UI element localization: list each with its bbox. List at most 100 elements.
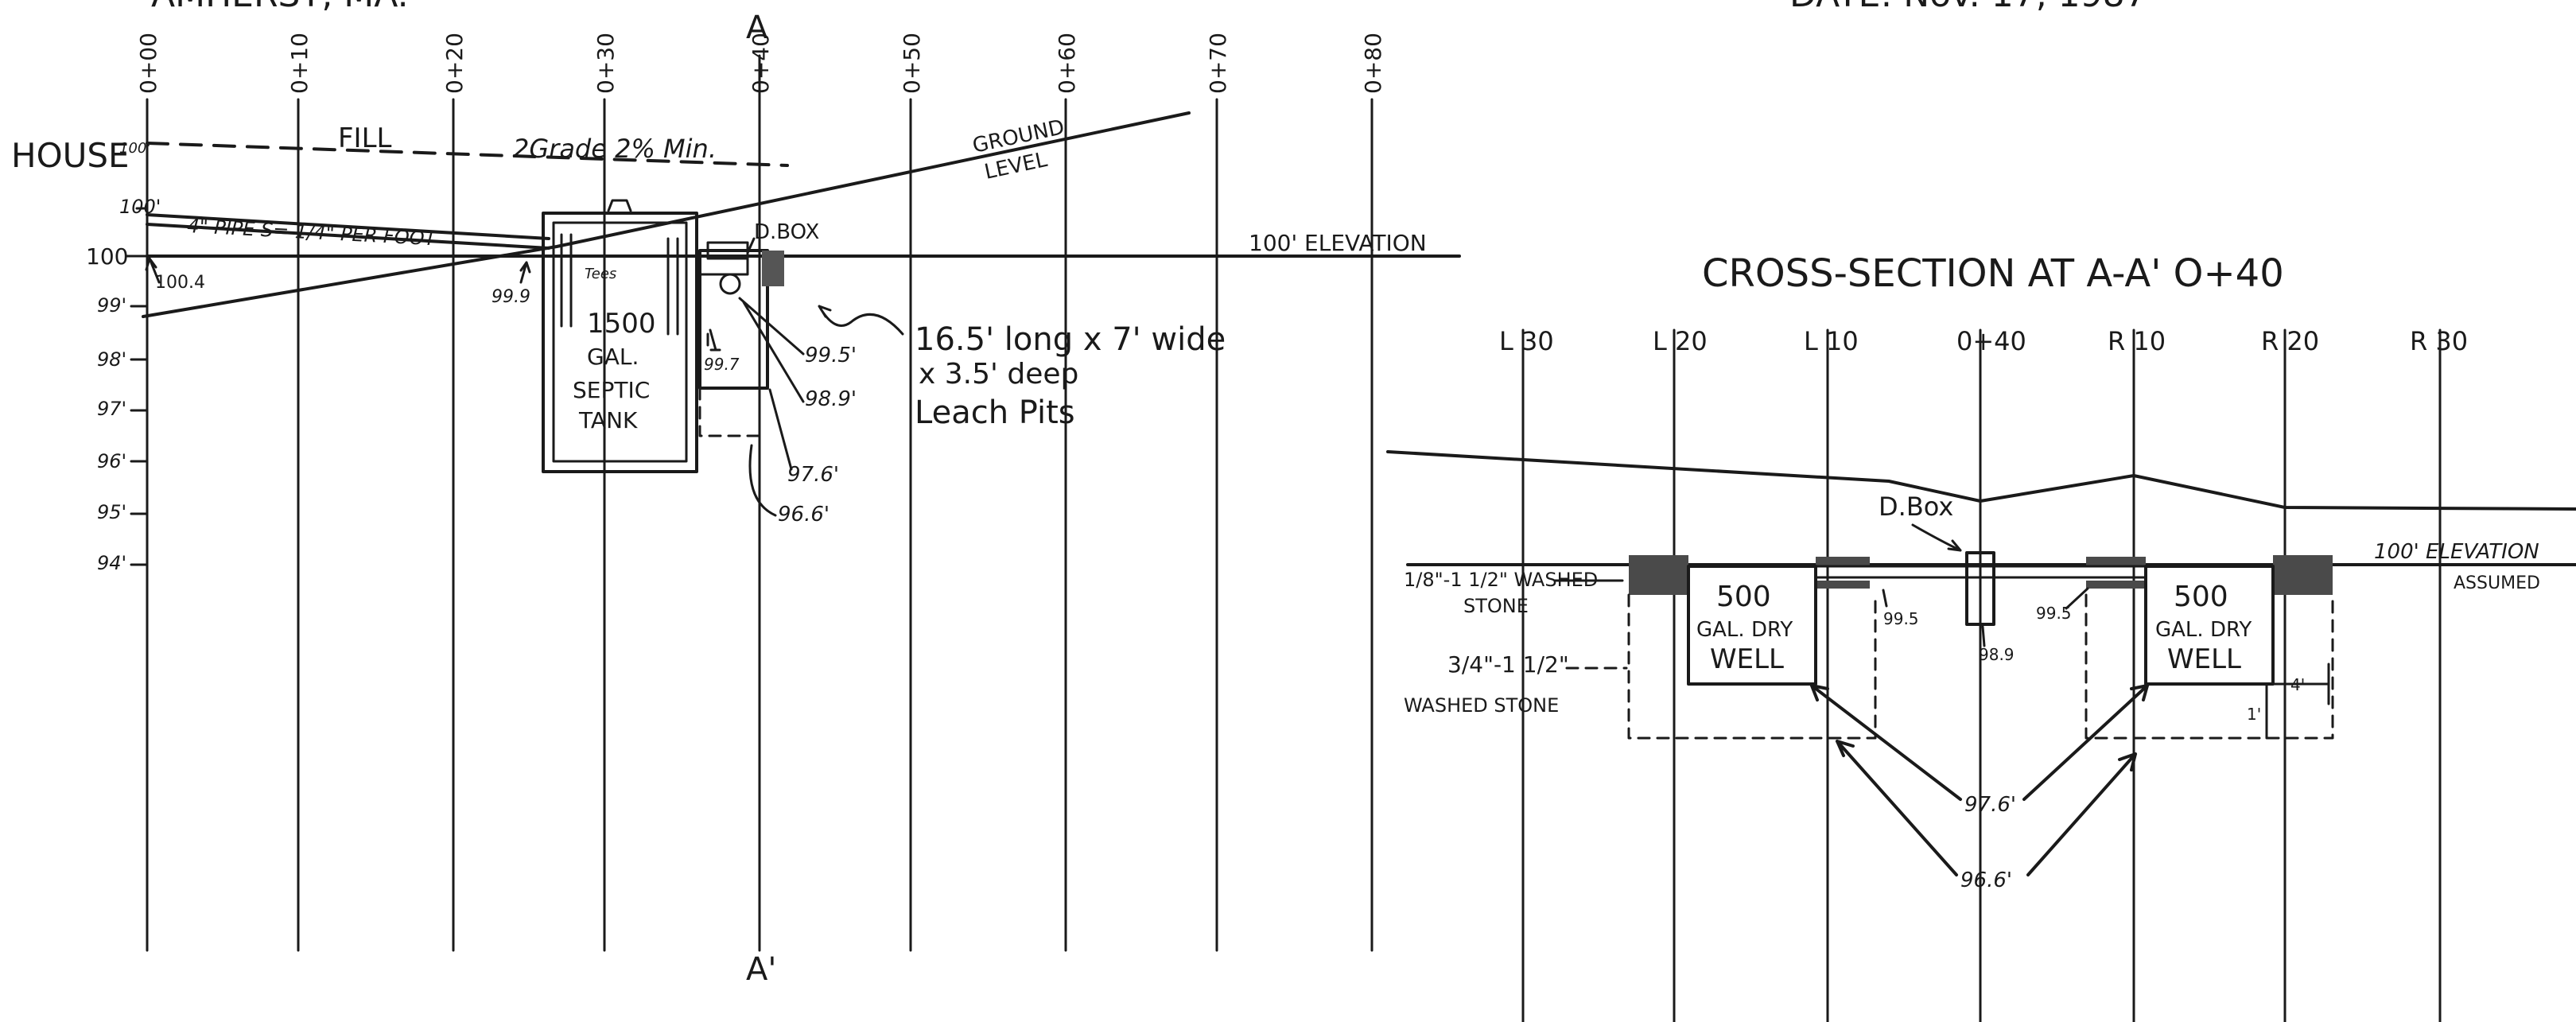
elev-98-9: 98.9' <box>805 387 857 411</box>
elev-99-9: 99.9 <box>491 287 530 307</box>
well-label: 500 <box>1716 581 1771 613</box>
inlet-pipe <box>146 223 550 250</box>
arrow <box>1882 589 1888 608</box>
well-label: GAL. DRY <box>2155 618 2252 642</box>
offset-label: 0+40 <box>1956 326 2026 356</box>
septic-tank <box>542 199 698 473</box>
stone-note: WASHED STONE <box>1404 694 1559 717</box>
offset-label: L 20 <box>1653 326 1708 356</box>
elevation-label: 98' <box>97 348 126 371</box>
offset-lines <box>1521 328 2442 1022</box>
pit-note: 16.5' long x 7' wide <box>915 321 1226 358</box>
arrow <box>746 237 756 255</box>
distribution-pipe <box>1814 565 2147 579</box>
station-label: 0+00 <box>135 33 161 94</box>
well-label: 500 <box>2174 581 2228 613</box>
section-elev: 99.5 <box>1883 609 1919 628</box>
dry-well-left <box>1687 565 1817 686</box>
tees-label: Tees <box>585 266 616 282</box>
elevation-label: 96' <box>97 450 126 472</box>
elevation-labels: 100' 100 99' 98' 97' 96' 95' 94' <box>86 196 161 574</box>
elevation-label: 95' <box>97 501 126 523</box>
cross-section-view: CROSS-SECTION AT A-A' O+40 L 30 L 20 L 1… <box>1386 251 2576 1022</box>
section-elev: 97.6' <box>1964 793 2016 817</box>
squiggle-arrow <box>818 305 904 336</box>
stone-layers <box>1629 555 2333 595</box>
arrow <box>1810 684 1962 801</box>
offset-label: L 10 <box>1804 326 1859 356</box>
pit-note: Leach Pits <box>915 394 1075 431</box>
elevation-label: 99' <box>97 294 126 317</box>
well-label: GAL. DRY <box>1696 618 1793 642</box>
elevation-line-label: 100' ELEVATION <box>1249 230 1427 256</box>
section-elev: 96.6' <box>1960 869 2012 892</box>
profile-view: 0+00 0+10 0+20 0+30 0+40 0+50 0+60 0+70 … <box>11 10 1461 988</box>
grade-note: 2Grade 2% Min. <box>513 134 717 164</box>
elevation-label: 100 <box>86 243 128 270</box>
arrow <box>2065 587 2089 610</box>
gravel-fill <box>762 251 784 286</box>
elev-97-6: 97.6' <box>787 463 839 487</box>
septic-tank-label: 1500 <box>587 308 656 340</box>
arrow <box>768 388 793 471</box>
elev-99-7: 99.7 <box>704 355 740 374</box>
arrow <box>1911 523 1962 552</box>
house-tag: 100' <box>119 140 150 157</box>
well-label: WELL <box>2167 643 2241 675</box>
dim-label: 1' <box>2247 705 2261 724</box>
house-label: HOUSE <box>11 136 130 175</box>
station-label: 0+80 <box>1360 33 1386 94</box>
fill-label: FILL <box>338 122 392 154</box>
arrow <box>2022 684 2149 801</box>
elev-96-6: 96.6' <box>778 503 830 527</box>
station-label: 0+30 <box>593 33 619 94</box>
offset-label: L 30 <box>1499 326 1554 356</box>
location-label: AMHERST, MA. <box>151 0 409 15</box>
dbox-section <box>1965 551 1995 626</box>
septic-tank-label: TANK <box>578 407 638 433</box>
section-elev: 98.9 <box>1979 645 2015 664</box>
dry-well-right-stone-outline <box>2085 593 2334 740</box>
section-dbox-label: D.Box <box>1879 492 1953 522</box>
elevation-label: 97' <box>97 398 126 420</box>
septic-tank-label: GAL. <box>587 344 639 370</box>
elevation-label: 94' <box>97 552 126 574</box>
septic-tank-label: SEPTIC <box>573 377 650 403</box>
offset-labels: L 30 L 20 L 10 0+40 R 10 R 20 R 30 <box>1499 326 2468 356</box>
fill-grade-line <box>146 142 789 167</box>
arrow <box>709 328 717 352</box>
dry-well-right <box>2144 565 2275 686</box>
arrow <box>748 444 777 517</box>
pipe-note: 4" PIPE S= 1/4" PER FOOT <box>187 215 439 250</box>
station-label: 0+20 <box>441 33 468 94</box>
assumed-label: ASSUMED <box>2454 573 2540 593</box>
section-elevation-label: 100' ELEVATION <box>2374 540 2539 564</box>
station-label: 0+70 <box>1205 33 1231 94</box>
arrow <box>738 297 805 356</box>
station-label: 0+40 <box>748 33 774 94</box>
elev-99-5: 99.5' <box>805 344 857 367</box>
dbox-label: D.BOX <box>754 220 819 244</box>
station-labels: 0+00 0+10 0+20 0+30 0+40 0+50 0+60 0+70 … <box>135 33 1386 94</box>
date-label: DATE: Nov. 17, 1987 <box>1789 0 2147 15</box>
station-label: 0+50 <box>899 33 925 94</box>
arrow <box>1836 740 1958 876</box>
ground-label: GROUND <box>970 115 1067 158</box>
arrow <box>145 257 161 284</box>
elevation-ticks <box>126 207 149 566</box>
pit-note: x 3.5' deep <box>919 358 1078 391</box>
stone-note: STONE <box>1463 595 1529 617</box>
section-mark-bottom: A' <box>746 951 776 988</box>
cross-section-title: CROSS-SECTION AT A-A' O+40 <box>1702 251 2284 296</box>
arrow <box>1981 625 1986 647</box>
inlet-pipe <box>146 213 550 240</box>
station-label: 0+10 <box>286 33 313 94</box>
dry-well-left-stone-outline <box>1627 593 1877 740</box>
offset-label: R 10 <box>2108 326 2166 356</box>
arrow <box>742 301 805 403</box>
elev-100-4: 100.4 <box>155 273 205 293</box>
offset-label: R 20 <box>2261 326 2319 356</box>
station-label: 0+60 <box>1054 33 1080 94</box>
ground-surface-line <box>1386 450 2576 511</box>
